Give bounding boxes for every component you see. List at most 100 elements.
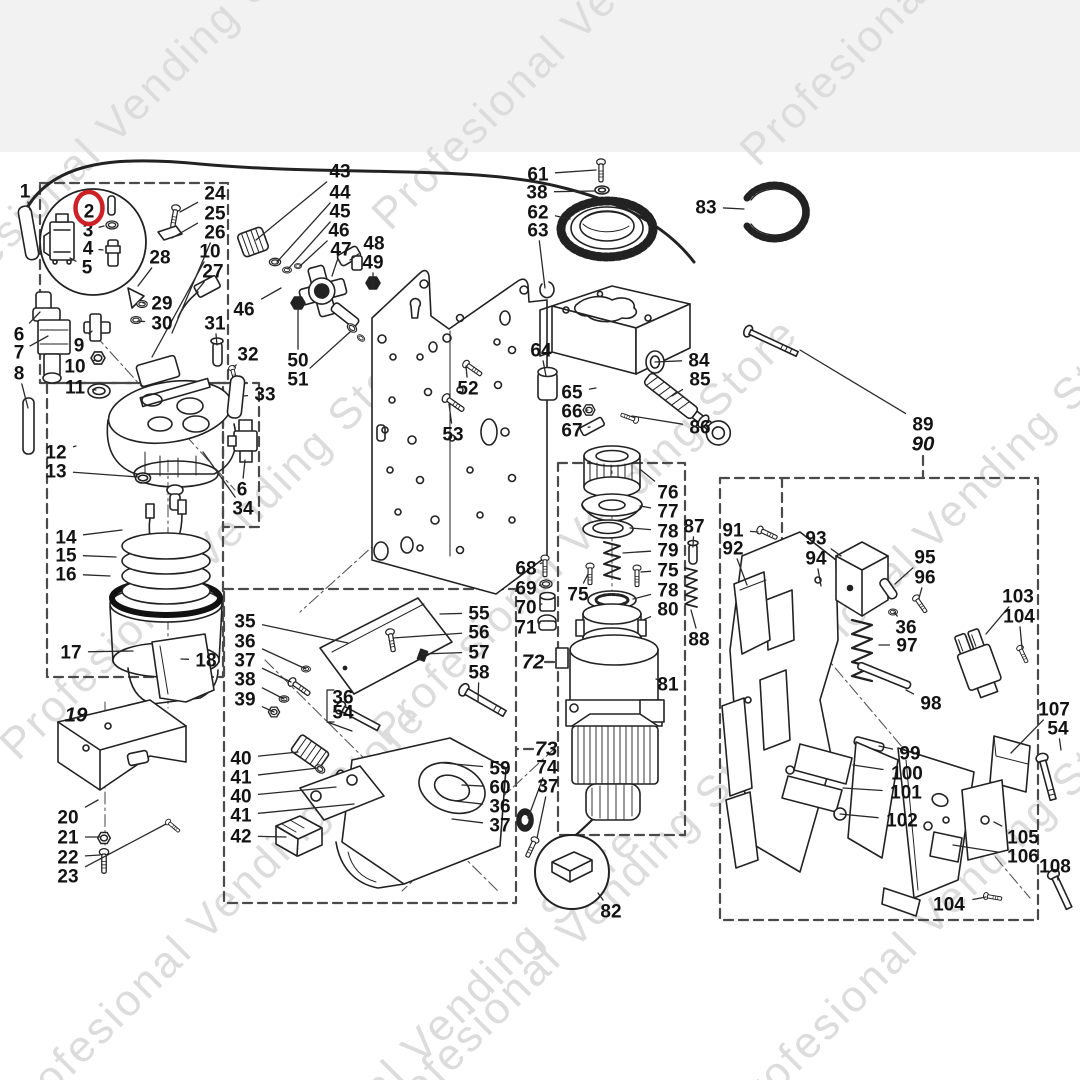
leader-line-45: [287, 221, 331, 270]
leader-line-13: [72, 471, 139, 478]
leader-line-92: [736, 558, 748, 586]
part-label-21: 21: [57, 828, 79, 849]
leader-line-79: [622, 550, 652, 554]
part-label-68: 68: [515, 559, 536, 580]
part-label-53: 53: [442, 425, 463, 446]
leader-line-99: [878, 745, 894, 750]
part-label-12: 12: [45, 443, 66, 464]
leader-line-100: [852, 764, 884, 771]
leader-line-37: [536, 796, 547, 839]
part-label-39: 39: [234, 690, 255, 711]
part-label-40: 40: [230, 787, 251, 808]
part-label-6: 6: [237, 480, 248, 501]
leader-line-54: [1058, 738, 1062, 751]
part-label-40: 40: [230, 749, 251, 770]
part-label-15: 15: [55, 546, 77, 567]
leader-line-34: [202, 451, 236, 498]
part-label-60: 60: [489, 778, 510, 799]
leader-line-59: [442, 762, 484, 768]
part-label-97: 97: [896, 636, 917, 657]
part-label-51: 51: [287, 370, 309, 391]
part-label-55: 55: [468, 604, 490, 625]
part-label-2: 2: [84, 202, 95, 223]
group-box: [718, 476, 1040, 922]
group-box: [45, 381, 225, 679]
leader-line-12: [72, 445, 77, 448]
leader-line-83: [722, 207, 745, 210]
leader-line-68: [539, 562, 543, 565]
leader-line-36: [893, 611, 898, 617]
part-label-41: 41: [230, 768, 252, 789]
part-label-75: 75: [657, 561, 679, 582]
part-label-102: 102: [886, 811, 918, 832]
part-label-77: 77: [657, 502, 678, 523]
leader-line-16: [82, 574, 111, 577]
leader-line-1: [27, 201, 31, 211]
cross-fitting-drawing: [237, 226, 381, 344]
leader-line-96: [918, 587, 923, 599]
leader-line-20: [84, 799, 99, 808]
part-label-107: 107: [1038, 700, 1070, 721]
parts-artwork: [17, 158, 1073, 917]
part-label-84: 84: [688, 351, 710, 372]
leader-line-76: [640, 469, 656, 482]
part-label-20: 20: [57, 808, 78, 829]
leader-line-48: [349, 253, 360, 261]
part-label-74: 74: [536, 758, 558, 779]
leader-line-3: [98, 225, 105, 228]
leader-line-53: [448, 403, 453, 424]
part-label-49: 49: [362, 253, 383, 274]
leader-line-5: [69, 257, 77, 262]
part-label-37: 37: [537, 777, 558, 798]
solenoid-valve-drawing: [22, 291, 111, 455]
part-label-27: 27: [202, 262, 223, 283]
leader-line-85: [671, 388, 684, 397]
leader-line-46: [260, 287, 282, 300]
leader-line-105: [993, 821, 1003, 827]
part-label-91: 91: [722, 521, 744, 542]
leader-line-91: [749, 530, 759, 533]
part-label-62: 62: [527, 203, 548, 224]
leader-line-32: [233, 364, 237, 368]
leader-line-108: [1056, 876, 1059, 881]
part-label-35: 35: [234, 612, 256, 633]
leader-line-64: [542, 360, 547, 377]
leader-line-41: [257, 767, 319, 776]
part-label-86: 86: [689, 418, 710, 439]
part-label-3: 3: [83, 221, 94, 242]
part-label-5: 5: [82, 258, 93, 279]
leader-line-36: [261, 648, 307, 670]
part-label-66: 66: [561, 402, 582, 423]
part-label-78: 78: [657, 581, 678, 602]
leader-line-80: [642, 616, 652, 621]
group-box: [222, 587, 518, 905]
leader-line-103: [985, 606, 1010, 635]
part-label-29: 29: [151, 294, 172, 315]
leader-line-31: [215, 333, 218, 346]
leader-line-41: [257, 803, 355, 814]
leader-line-56: [392, 632, 463, 639]
leader-line-26: [171, 242, 211, 334]
part-label-99: 99: [899, 744, 920, 765]
part-label-25: 25: [204, 204, 226, 225]
leader-line-17: [87, 650, 134, 653]
leader-line-78: [629, 527, 652, 531]
highlighted-part-ring: [73, 189, 105, 227]
part-label-43: 43: [329, 162, 350, 183]
part-label-44: 44: [329, 183, 351, 204]
leader-line-63: [538, 240, 546, 289]
leader-line-8: [21, 383, 29, 409]
part-label-106: 106: [1007, 847, 1039, 868]
leader-lines-layer: [21, 169, 1062, 901]
part-label-26: 26: [204, 223, 225, 244]
part-label-37: 37: [489, 816, 510, 837]
leader-line-60: [461, 784, 484, 787]
part-label-13: 13: [45, 462, 66, 483]
leader-line-61: [554, 169, 597, 174]
leader-line-84: [654, 360, 683, 363]
part-label-61: 61: [527, 165, 549, 186]
part-label-36: 36: [489, 797, 510, 818]
part-label-75: 75: [567, 585, 589, 606]
